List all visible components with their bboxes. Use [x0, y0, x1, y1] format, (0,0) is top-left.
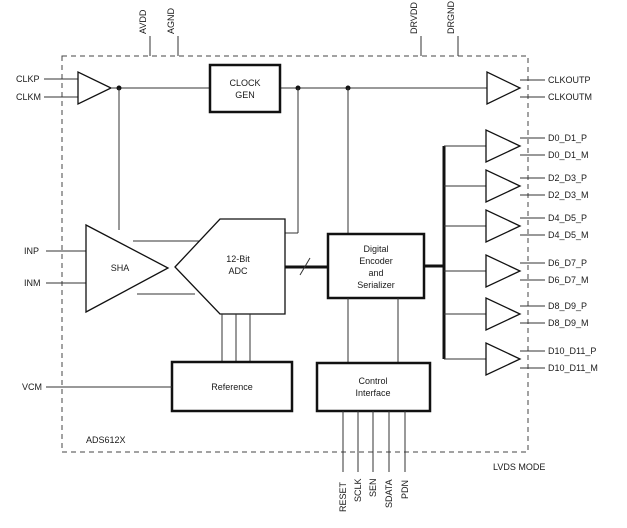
output-m-label: D6_D7_M [548, 275, 589, 285]
adc-label-1: 12-Bit [226, 254, 250, 264]
reference-block [170, 360, 294, 413]
inm-label: INM [24, 278, 41, 288]
sha-label: SHA [111, 263, 130, 273]
output-p-label: D4_D5_P [548, 213, 587, 223]
data-driver-3: D6_D7_P D6_D7_M [444, 253, 589, 289]
sha-block [85, 223, 170, 314]
avdd-label: AVDD [138, 9, 148, 34]
lvds-driver-icon [485, 253, 522, 289]
control-interface-block [315, 361, 432, 413]
encoder-label-4: Serializer [357, 280, 395, 290]
reset-pin-label: RESET [338, 481, 348, 512]
pdn-pin-label: PDN [400, 480, 410, 499]
agnd-label: AGND [166, 7, 176, 34]
output-p-label: D8_D9_P [548, 301, 587, 311]
output-p-label: D2_D3_P [548, 173, 587, 183]
output-m-label: D10_D11_M [548, 363, 598, 373]
vcm-label: VCM [22, 382, 42, 392]
clock-gen-label-1: CLOCK [229, 78, 260, 88]
lvds-driver-icon [485, 208, 522, 244]
output-m-label: D8_D9_M [548, 318, 589, 328]
clkoutm-label: CLKOUTM [548, 92, 592, 102]
drgnd-label: DRGND [446, 1, 456, 34]
adc-label-2: ADC [228, 266, 248, 276]
data-driver-1: D2_D3_P D2_D3_M [444, 168, 589, 204]
data-driver-2: D4_D5_P D4_D5_M [444, 208, 589, 244]
lvds-driver-icon [485, 341, 522, 377]
lvds-driver-icon [485, 128, 522, 164]
output-m-label: D2_D3_M [548, 190, 589, 200]
clock-input-buffer [77, 70, 113, 106]
encoder-label-3: and [368, 268, 383, 278]
reference-label: Reference [211, 382, 253, 392]
clock-gen-block [208, 63, 282, 114]
control-label-1: Control [358, 376, 387, 386]
inp-label: INP [24, 246, 39, 256]
sen-pin-label: SEN [368, 478, 378, 497]
drvdd-label: DRVDD [409, 2, 419, 34]
encoder-label-2: Encoder [359, 256, 393, 266]
output-m-label: D4_D5_M [548, 230, 589, 240]
output-p-label: D10_D11_P [548, 346, 596, 356]
clkm-label: CLKM [16, 92, 41, 102]
chip-boundary [61, 55, 529, 453]
encoder-label-1: Digital [363, 244, 388, 254]
clock-gen-label-2: GEN [235, 90, 255, 100]
output-p-label: D0_D1_P [548, 133, 587, 143]
clkp-label: CLKP [16, 74, 40, 84]
device-name: ADS612X [86, 435, 126, 445]
output-m-label: D0_D1_M [548, 150, 589, 160]
data-driver-4: D8_D9_P D8_D9_M [444, 296, 589, 332]
lvds-driver-icon [485, 296, 522, 332]
mode-label: LVDS MODE [493, 462, 545, 472]
sdata-pin-label: SDATA [384, 479, 394, 508]
clkoutp-label: CLKOUTP [548, 75, 591, 85]
encoder-block [326, 232, 426, 300]
control-label-2: Interface [355, 388, 390, 398]
sclk-pin-label: SCLK [353, 478, 363, 502]
lvds-driver-icon [485, 168, 522, 204]
clock-output-buffer [486, 70, 522, 106]
output-p-label: D6_D7_P [548, 258, 587, 268]
data-driver-0: D0_D1_P D0_D1_M [444, 128, 589, 164]
data-driver-5: D10_D11_P D10_D11_M [444, 341, 598, 377]
